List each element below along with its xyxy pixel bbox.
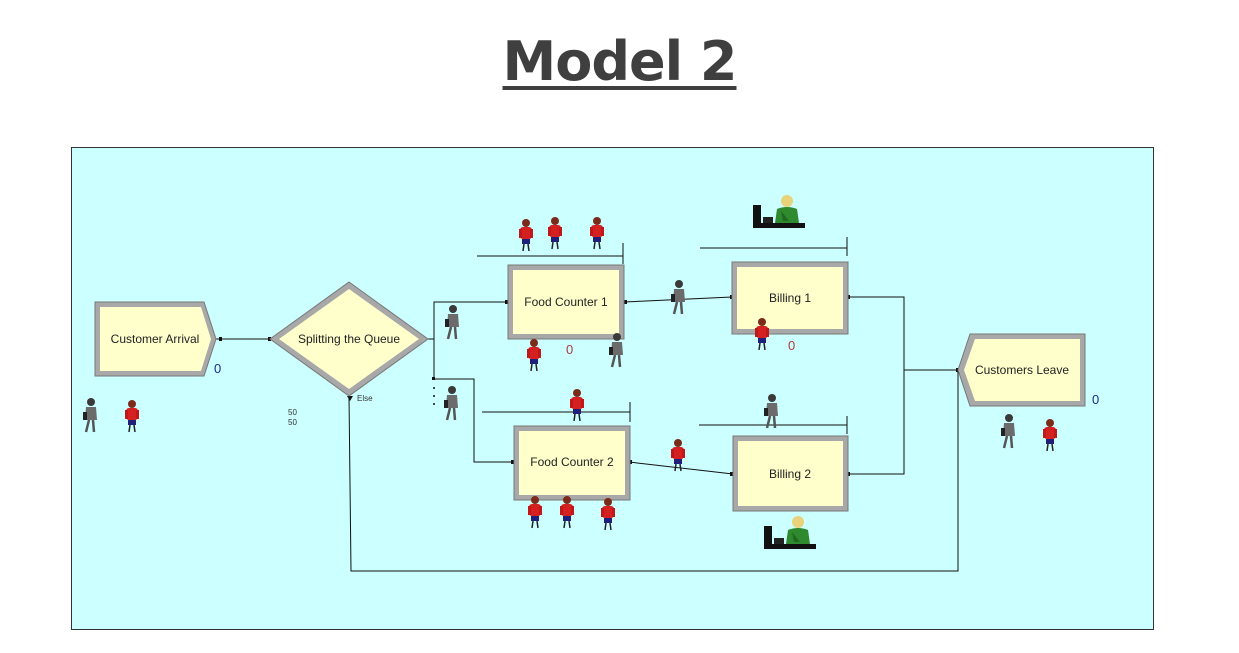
module-customer-arrival[interactable]: Customer Arrival	[94, 301, 217, 377]
arrival-counter: 0	[214, 361, 221, 376]
food1-label: Food Counter 1	[524, 295, 608, 309]
module-billing-1[interactable]: Billing 1	[731, 261, 849, 335]
connector-lines	[216, 237, 959, 572]
person-grey-icon	[999, 412, 1017, 450]
billing1-label: Billing 1	[769, 291, 811, 305]
module-splitting-the-queue[interactable]: Splitting the Queue	[269, 281, 429, 397]
page-title: Model 2	[502, 30, 738, 93]
module-customers-leave[interactable]: Customers Leave	[957, 333, 1086, 407]
person-red-icon	[527, 495, 543, 529]
percent-label-1: 50	[288, 408, 297, 417]
billing2-label: Billing 2	[769, 467, 811, 481]
person-red-icon	[547, 216, 563, 250]
person-red-icon	[526, 338, 542, 372]
person-grey-icon	[442, 384, 460, 422]
else-label: Else	[357, 394, 373, 403]
person-grey-icon	[443, 303, 461, 341]
food1-counter: 0	[566, 342, 573, 357]
operator-at-desk-icon	[764, 516, 816, 549]
food2-label: Food Counter 2	[530, 455, 614, 469]
person-red-icon	[518, 218, 534, 252]
person-red-icon	[569, 388, 585, 422]
person-red-icon	[1042, 418, 1058, 452]
person-red-icon	[600, 497, 616, 531]
person-red-icon	[670, 438, 686, 472]
operator-at-desk-icon	[753, 195, 805, 228]
person-red-icon	[559, 495, 575, 529]
model-canvas: Customer Arrival 0 Splitting the Queue E…	[71, 147, 1154, 630]
flow-diagram: Customer Arrival 0 Splitting the Queue E…	[81, 195, 1099, 572]
leave-label: Customers Leave	[975, 363, 1069, 377]
module-food-counter-1[interactable]: Food Counter 1	[507, 264, 625, 340]
person-grey-icon	[81, 396, 99, 434]
module-billing-2[interactable]: Billing 2	[732, 435, 849, 512]
leave-counter: 0	[1092, 392, 1099, 407]
arrival-label: Customer Arrival	[111, 332, 200, 346]
billing1-counter: 0	[788, 338, 795, 353]
module-food-counter-2[interactable]: Food Counter 2	[513, 425, 631, 501]
person-red-icon	[124, 399, 140, 433]
person-grey-icon	[762, 392, 780, 430]
percent-label-2: 50	[288, 418, 297, 427]
person-red-icon	[589, 216, 605, 250]
person-grey-icon	[669, 278, 687, 316]
split-label: Splitting the Queue	[298, 332, 400, 346]
